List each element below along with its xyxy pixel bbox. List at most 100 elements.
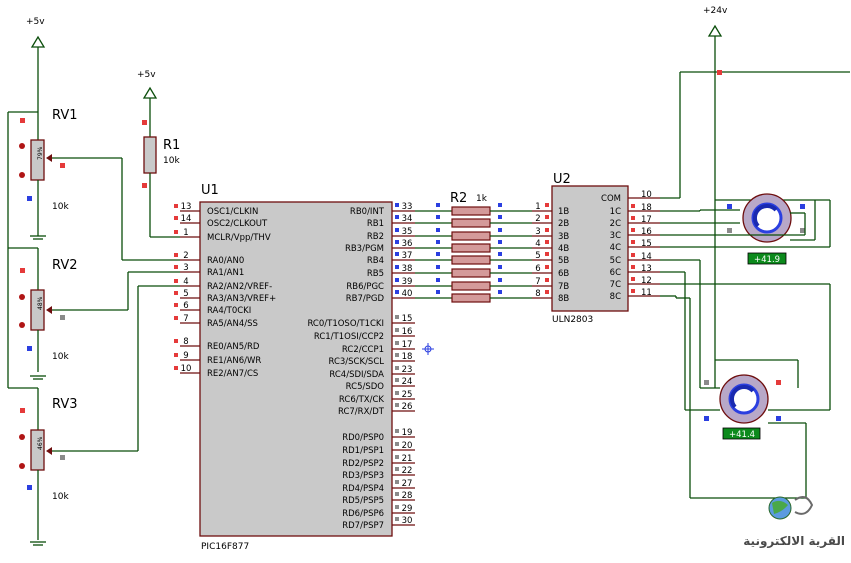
u1-pin-label: RD1/PSP1 <box>342 446 384 456</box>
pot-rv3-marker: 46% <box>37 436 44 450</box>
u1-pin-number: 19 <box>402 428 413 438</box>
supply-arrow-icon <box>30 35 46 48</box>
u2-pin-number: 15 <box>641 239 652 249</box>
r2-ref: R2 <box>450 191 467 206</box>
u1-pin-label: RA5/AN4/SS <box>207 319 258 329</box>
u2-pin-label: 7C <box>610 280 621 290</box>
motor-wiring <box>660 199 831 499</box>
pot-rv1-value: 10k <box>52 202 69 212</box>
u1-pin-number: 34 <box>402 214 413 224</box>
u1-pin-label: RC7/RX/DT <box>338 407 385 417</box>
resistor-network-r2[interactable]: R2 1k <box>415 191 532 303</box>
u2-pin-number: 11 <box>641 288 652 298</box>
u1-pin-number: 29 <box>402 504 413 514</box>
u1-pin-label: RC0/T1OSO/T1CKI <box>307 319 384 329</box>
u2-pin-label: 1B <box>558 207 569 217</box>
u1-pin-label: MCLR/Vpp/THV <box>207 233 271 243</box>
u1-pin-number: 4 <box>183 277 188 287</box>
resistor-r1[interactable]: +5v R1 10k <box>137 70 180 238</box>
u1-pin-number: 26 <box>402 402 413 412</box>
u1-pin-number: 24 <box>402 377 413 387</box>
pot-rv1[interactable]: RV1 79% 10k <box>19 108 78 240</box>
u1-pin-label: RD2/PSP2 <box>342 459 384 469</box>
u2-pin-label: 4C <box>610 243 621 253</box>
u1-pin-number: 39 <box>402 277 413 287</box>
supply-label-mid: +5v <box>137 70 156 80</box>
u1-pin-label: RD0/PSP0 <box>342 433 384 443</box>
u1-pin-label: RC4/SDI/SDA <box>329 370 384 380</box>
u1-pin-number: 30 <box>402 516 413 526</box>
u2-pin-number: 8 <box>535 289 540 299</box>
u2-pin-label: 5C <box>610 256 621 266</box>
u1-pin-label: RE0/AN5/RD <box>207 342 260 352</box>
u1-pin-label: RB5 <box>367 269 384 279</box>
u1-pin-label: RB7/PGD <box>346 294 385 304</box>
u1-pin-label: RC5/SDO <box>346 382 385 392</box>
u2-pin-number: 13 <box>641 264 652 274</box>
u2-pin-number: 2 <box>535 214 540 224</box>
u1-pin-number: 23 <box>402 365 413 375</box>
u2-part: ULN2803 <box>552 315 593 325</box>
stepper-motor-1[interactable]: +41.9 <box>727 193 805 265</box>
u1-pin-number: 20 <box>402 441 413 451</box>
u2-pin-label: 3B <box>558 232 569 242</box>
u2-pin-number: 5 <box>535 251 540 261</box>
u1-pin-number: 3 <box>183 263 188 273</box>
u1-pin-label: RD7/PSP7 <box>342 521 384 531</box>
r2-element <box>451 268 491 278</box>
u1-pin-number: 16 <box>402 327 413 337</box>
r2-element <box>451 218 491 228</box>
u1-pin-number: 27 <box>402 479 413 489</box>
u2-pin-label: 1C <box>610 207 621 217</box>
u1-pin-number: 38 <box>402 264 413 274</box>
u2-pin-label: 5B <box>558 256 569 266</box>
u1-pin-number: 36 <box>402 239 413 249</box>
u1-pin-label: RC1/T1OSI/CCP2 <box>314 332 384 342</box>
u1-pin-number: 17 <box>402 340 413 350</box>
u1-pin-number: 6 <box>183 301 188 311</box>
u1-ref: U1 <box>201 183 219 198</box>
motor-rotor-icon <box>752 203 778 228</box>
u1-pin-label: OSC2/CLKOUT <box>207 219 268 229</box>
u1-pin-number: 35 <box>402 227 413 237</box>
u2-pin-number: 1 <box>535 202 540 212</box>
u1-pin-number: 9 <box>183 351 188 361</box>
u1-pin-label: RC2/CCP1 <box>342 345 384 355</box>
supply-label-right: +24v <box>703 6 728 16</box>
r2-element <box>451 243 491 253</box>
u2-pin-number: 7 <box>535 277 540 287</box>
u2-ref: U2 <box>553 172 571 187</box>
u2-pin-label: 7B <box>558 282 569 292</box>
u1-part: PIC16F877 <box>201 542 249 552</box>
r2-element <box>451 231 491 241</box>
u1-pin-number: 33 <box>402 202 413 212</box>
r1-ref: R1 <box>163 138 180 153</box>
u1-pin-label: RB2 <box>367 232 384 242</box>
u1-pin-label: RA3/AN3/VREF+ <box>207 294 276 304</box>
u2-pin-label: 6C <box>610 268 621 278</box>
pot-rv3[interactable]: RV3 46% 10k <box>19 388 78 546</box>
u1-pin-label: RD6/PSP6 <box>342 509 384 519</box>
u2-pin-number: 14 <box>641 252 652 262</box>
stepper-motor-2[interactable]: +41.4 <box>704 374 781 440</box>
r2-element <box>451 281 491 291</box>
u1-pin-number: 37 <box>402 251 413 261</box>
u1-pin-number: 10 <box>181 364 192 374</box>
u2-pin-label: 2B <box>558 219 569 229</box>
supply-arrow-icon <box>142 86 158 99</box>
u1-pin-label: RA1/AN1 <box>207 268 244 278</box>
pot-rv2[interactable]: RV2 48% 10k <box>19 248 78 380</box>
u1-pin-label: RB3/PGM <box>345 244 384 254</box>
u1-pin-number: 25 <box>402 390 413 400</box>
pot-rail: +5v RV1 79% 10k RV2 <box>7 17 180 546</box>
u2-pin-label: 6B <box>558 269 569 279</box>
u1-pin-number: 7 <box>183 314 188 324</box>
u1-pin-number: 5 <box>183 289 188 299</box>
crosshair-icon <box>422 343 434 355</box>
u1-pin-number: 13 <box>181 202 192 212</box>
u1-pin-number: 14 <box>181 214 192 224</box>
